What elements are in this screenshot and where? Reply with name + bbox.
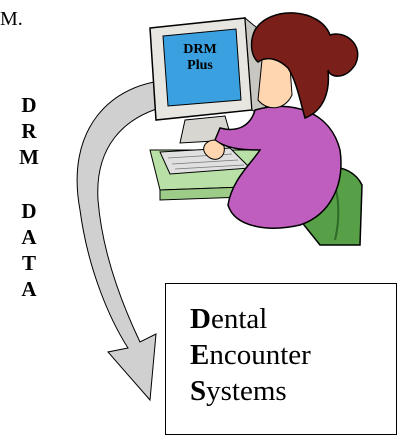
letter-r: R: [21, 119, 37, 143]
box-line-1: Dental: [190, 301, 396, 337]
woman-hand: [203, 139, 225, 160]
top-text-fragment: M.: [0, 8, 23, 30]
monitor: [149, 16, 267, 144]
monitor-screen-label: DRM Plus: [168, 42, 232, 74]
box-line-3-rest: ystems: [206, 375, 287, 407]
box-line-2-rest: ncounter: [209, 339, 311, 371]
box-line-2: Encounter: [190, 337, 396, 373]
monitor-label-line-1: DRM: [183, 42, 217, 57]
letter-a: A: [21, 225, 37, 249]
letter-d: D: [21, 93, 37, 117]
letter-d2: D: [21, 199, 37, 223]
box-line-1-initial: D: [190, 303, 211, 335]
woman-hair: [250, 12, 359, 120]
box-line-2-initial: E: [190, 339, 210, 371]
dental-encounter-systems-box: Dental Encounter Systems: [165, 283, 397, 435]
letter-a2: A: [21, 277, 37, 301]
curved-arrow: [76, 79, 176, 402]
box-line-1-rest: ental: [210, 303, 268, 335]
box-line-3: Systems: [190, 373, 396, 409]
monitor-label-line-2: Plus: [187, 58, 213, 73]
monitor-screen: [162, 28, 242, 107]
box-line-3-initial: S: [190, 375, 207, 407]
vertical-acronym: D R M D A T A: [14, 92, 44, 302]
letter-m: M: [19, 145, 39, 169]
letter-t: T: [21, 251, 36, 275]
